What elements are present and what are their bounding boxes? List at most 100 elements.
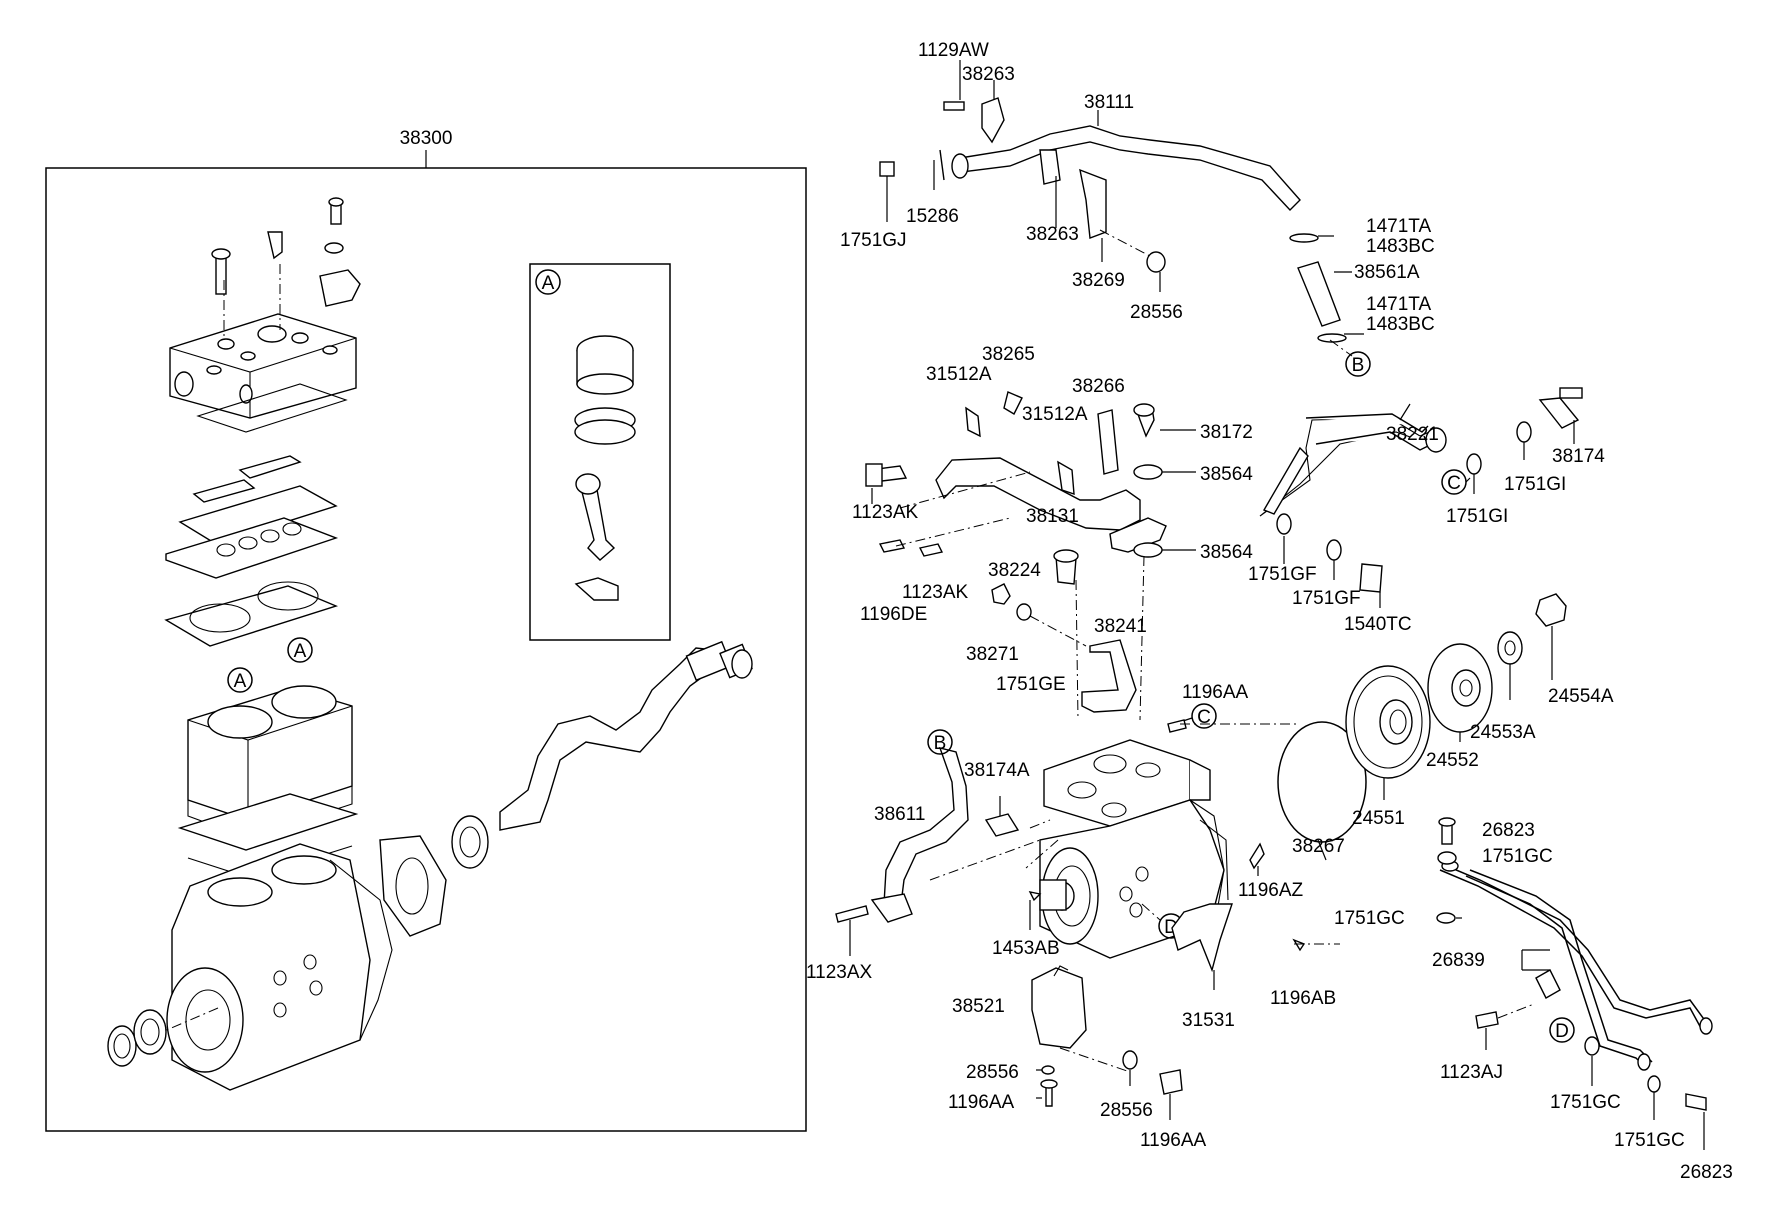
valve-plate-set (164, 455, 339, 647)
label-24551: 24551 (1352, 808, 1405, 829)
bracket-38521 (1031, 965, 1183, 1120)
label-1453AB: 1453AB (992, 938, 1060, 959)
oil-line-group: C (865, 387, 1583, 721)
label-26823-top: 26823 (1482, 820, 1535, 841)
label-31512A-right: 31512A (1022, 404, 1088, 425)
label-38172: 38172 (1200, 422, 1253, 443)
label-1123AX: 1123AX (806, 962, 873, 983)
washer-24553A (1497, 631, 1523, 665)
assembly-label: 38300 (400, 128, 453, 149)
label-1123AK-bottom: 1123AK (902, 582, 969, 603)
marker-c-body (1191, 703, 1217, 729)
label-26839: 26839 (1432, 950, 1485, 971)
label-1129AW: 1129AW (918, 40, 989, 61)
label-24552: 24552 (1426, 750, 1479, 771)
label-38561A: 38561A (1354, 262, 1420, 283)
label-31512A-left: 31512A (926, 364, 992, 385)
label-38266: 38266 (1072, 376, 1125, 397)
label-1540TC: 1540TC (1344, 614, 1412, 635)
label-1751GC-top-right: 1751GC (1482, 846, 1553, 867)
label-1751GI-left: 1751GI (1446, 506, 1508, 527)
label-38221: 38221 (1386, 424, 1439, 445)
label-1471TA-top: 1471TA (1366, 216, 1431, 237)
label-1471TA-bottom: 1471TA (1366, 294, 1431, 315)
label-1483BC-top: 1483BC (1366, 236, 1435, 257)
label-38174A: 38174A (964, 760, 1030, 781)
label-1483BC-bottom: 1483BC (1366, 314, 1435, 335)
label-38269: 38269 (1072, 270, 1125, 291)
air-pipe (959, 125, 1301, 212)
cylinder-head (169, 197, 361, 433)
hose-38561A (1297, 261, 1341, 327)
label-1196AA-right: 1196AA (1140, 1130, 1207, 1151)
label-31531: 31531 (1182, 1010, 1235, 1031)
label-24553A: 24553A (1470, 722, 1536, 743)
connecting-rod (579, 483, 616, 561)
nut-24554A (1535, 593, 1567, 627)
marker-b-hose (927, 729, 953, 755)
oil-pipe-38241 (1081, 639, 1137, 713)
label-1196DE: 1196DE (860, 604, 927, 625)
hose-38611: B (835, 729, 1051, 956)
gear-train (1180, 593, 1567, 861)
bracket-31531 (1171, 903, 1233, 973)
label-38263: 38263 (962, 64, 1015, 85)
label-28556-top: 28556 (1130, 302, 1183, 323)
label-38263-lower: 38263 (1026, 224, 1079, 245)
label-38611: 38611 (874, 804, 925, 825)
label-38224: 38224 (988, 560, 1041, 581)
crankshaft (499, 640, 753, 831)
svg-text:C: C (1447, 473, 1461, 494)
marker-a-2 (287, 637, 313, 663)
svg-text:B: B (934, 733, 947, 754)
crank-seal (451, 815, 489, 869)
label-38111: 38111 (1084, 92, 1134, 113)
assembly-38300: 38300 (45, 128, 807, 1132)
label-38271: 38271 (966, 644, 1019, 665)
label-28556-left: 28556 (966, 1062, 1019, 1083)
label-24554A: 24554A (1548, 686, 1614, 707)
label-38267: 38267 (1292, 836, 1345, 857)
label-1751GF-bottom: 1751GF (1292, 588, 1361, 609)
oil-pipe-38131 (935, 457, 1141, 531)
assembly-frame (45, 167, 807, 1132)
label-38564-bottom: 38564 (1200, 542, 1253, 563)
label-38241: 38241 (1094, 616, 1147, 637)
label-1196AA-top: 1196AA (1182, 682, 1249, 703)
bearing-seal (133, 1009, 167, 1055)
label-1196AB: 1196AB (1270, 988, 1336, 1009)
label-15286: 15286 (906, 206, 959, 227)
label-38131: 38131 (1026, 506, 1079, 527)
svg-text:B: B (1352, 355, 1365, 376)
end-cover-gasket (379, 835, 447, 937)
air-pipe-group: B (879, 60, 1371, 377)
label-1751GI-right: 1751GI (1504, 474, 1566, 495)
oil-seal (107, 1025, 137, 1067)
label-38265: 38265 (982, 344, 1035, 365)
label-1196AZ: 1196AZ (1238, 880, 1304, 901)
label-1196AA-left: 1196AA (948, 1092, 1015, 1113)
label-1123AK-top: 1123AK (852, 502, 919, 523)
label-1751GC-bottom-left: 1751GC (1550, 1092, 1621, 1113)
svg-text:C: C (1197, 707, 1211, 728)
marker-d-tube (1549, 1017, 1575, 1043)
cylinder-block (177, 685, 359, 879)
label-28556-right: 28556 (1100, 1100, 1153, 1121)
compressor-body: C D (1025, 703, 1340, 990)
marker-a-inset-text: A (542, 273, 555, 294)
gasket-38267 (1277, 721, 1367, 843)
svg-text:D: D (1555, 1021, 1569, 1042)
svg-text:A: A (294, 641, 307, 662)
svg-text:A: A (234, 671, 247, 692)
marker-a-inset (535, 269, 561, 295)
marker-b-top (1345, 351, 1371, 377)
crankcase (119, 843, 393, 1091)
part-labels: 1129AW 38263 38111 1751GJ 15286 38263 38… (806, 40, 1733, 1183)
rod-bearing (574, 577, 619, 601)
tube-set-26839: D (1436, 817, 1713, 1150)
label-1751GJ: 1751GJ (840, 230, 907, 251)
label-1751GC-bottom-right: 1751GC (1614, 1130, 1685, 1151)
label-1751GC-top-left: 1751GC (1334, 908, 1405, 929)
label-38174: 38174 (1552, 446, 1605, 467)
